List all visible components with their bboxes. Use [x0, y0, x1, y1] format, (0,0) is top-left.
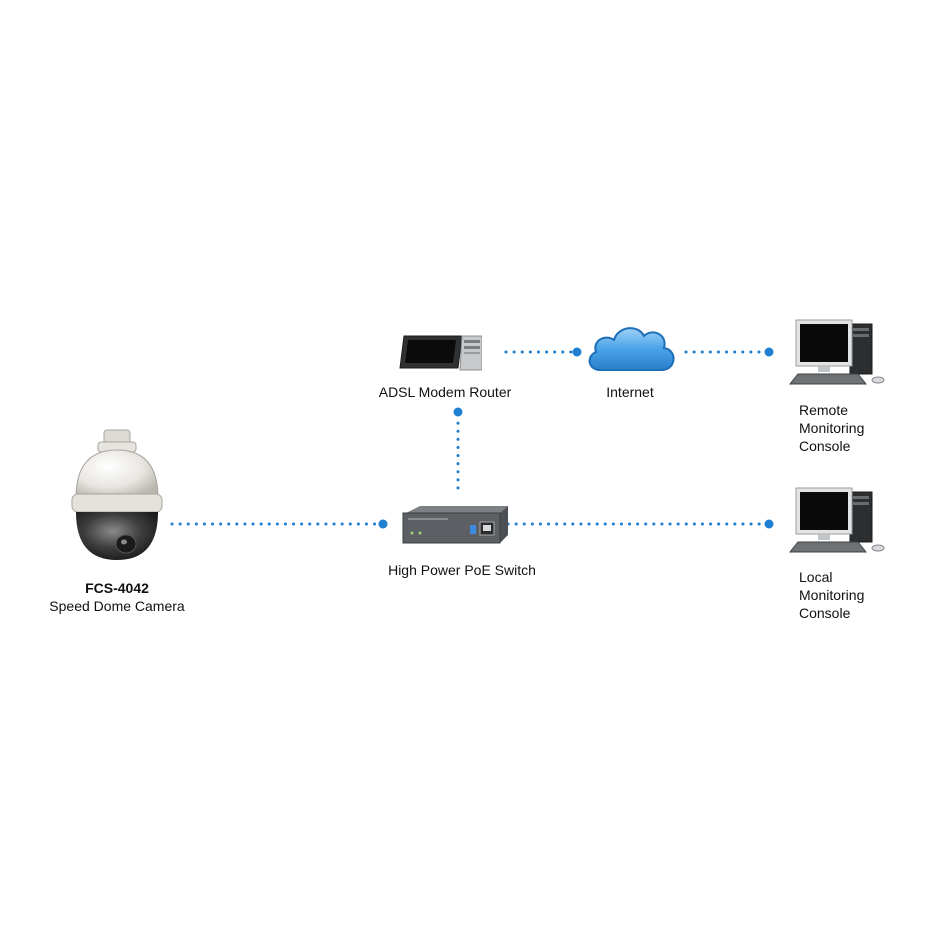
- link-endpoint-dot: [764, 519, 774, 529]
- link-endpoint-dot: [764, 347, 774, 357]
- remote-console-label-line2: Monitoring: [799, 420, 865, 436]
- local-console-label-line3: Console: [799, 605, 851, 621]
- link-endpoint-dot: [378, 519, 388, 529]
- link-endpoint-dot: [453, 407, 463, 417]
- internet-label: Internet: [606, 384, 654, 400]
- speed-dome-camera-icon: [71, 429, 163, 560]
- local-console-label-line2: Monitoring: [799, 587, 865, 603]
- switch-label: High Power PoE Switch: [388, 562, 536, 578]
- local-console-label-line1: Local: [799, 569, 833, 585]
- link-endpoint-dot: [572, 347, 582, 357]
- router-label: ADSL Modem Router: [378, 384, 512, 400]
- internet-cloud-icon: [588, 327, 675, 371]
- remote-console-label-line3: Console: [799, 438, 851, 454]
- camera-name-label: Speed Dome Camera: [49, 598, 185, 614]
- poe-switch-icon: [402, 506, 508, 544]
- remote-console-computer-icon: [788, 319, 885, 385]
- camera-model-label: FCS-4042: [85, 580, 149, 596]
- local-console-computer-icon: [788, 487, 885, 553]
- remote-console-label-line1: Remote: [799, 402, 849, 418]
- modem-router-icon: [399, 335, 482, 371]
